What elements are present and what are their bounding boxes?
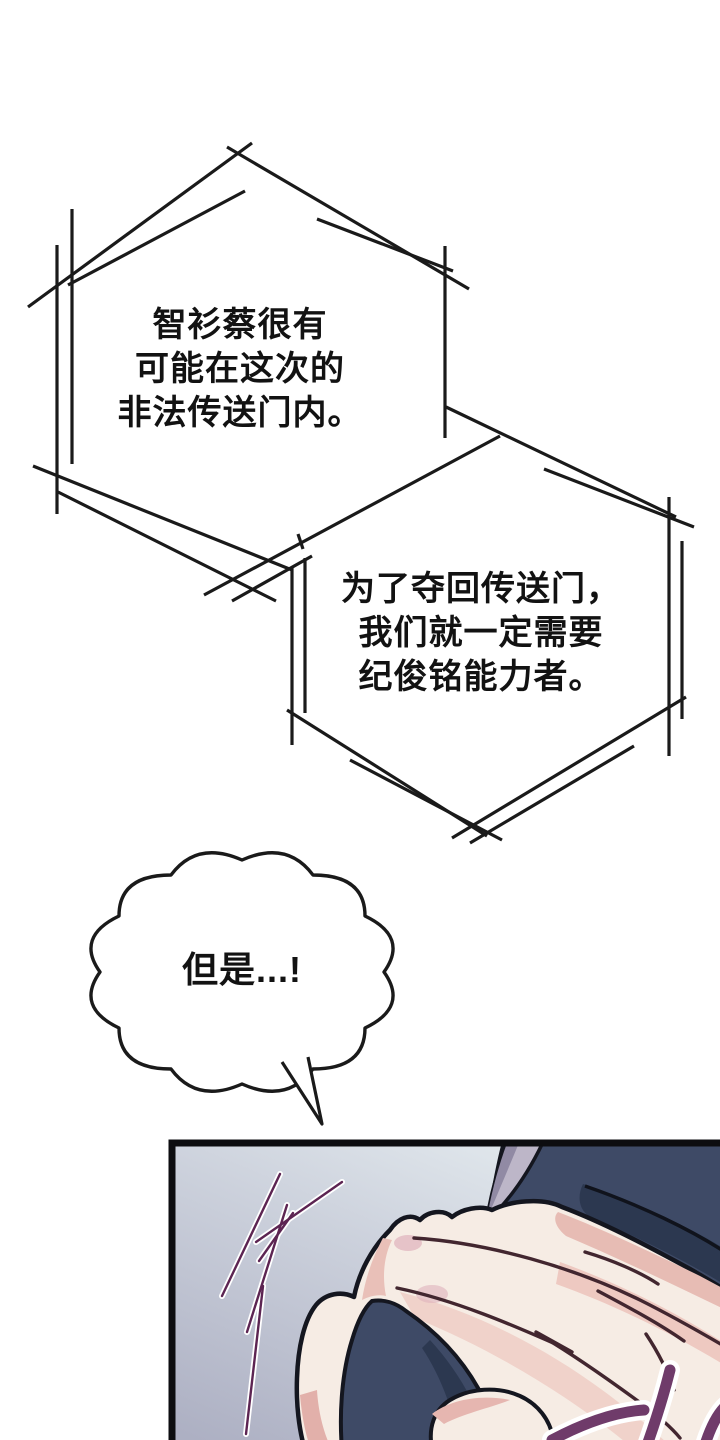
panel-border: [168, 1139, 720, 1440]
fingertip-shape: [428, 1387, 556, 1440]
speed-lines: [219, 1171, 345, 1437]
shout-bubble-outline: [89, 851, 395, 1126]
radio-bubble-2-outline: [203, 405, 695, 845]
shout-bubble-tail: [280, 1056, 324, 1126]
radio-bubble-1-text: 智衫蔡很有 可能在这次的 非法传送门内。: [117, 306, 363, 432]
radio-bubble-2-text: 为了夺回传送门， 我们就一定需要 纪俊铭能力者。: [341, 570, 621, 696]
shout-bubble-text: 但是...!: [182, 949, 302, 990]
radio-bubble-1-outline: [27, 141, 470, 603]
artwork-panel: [172, 1143, 720, 1440]
